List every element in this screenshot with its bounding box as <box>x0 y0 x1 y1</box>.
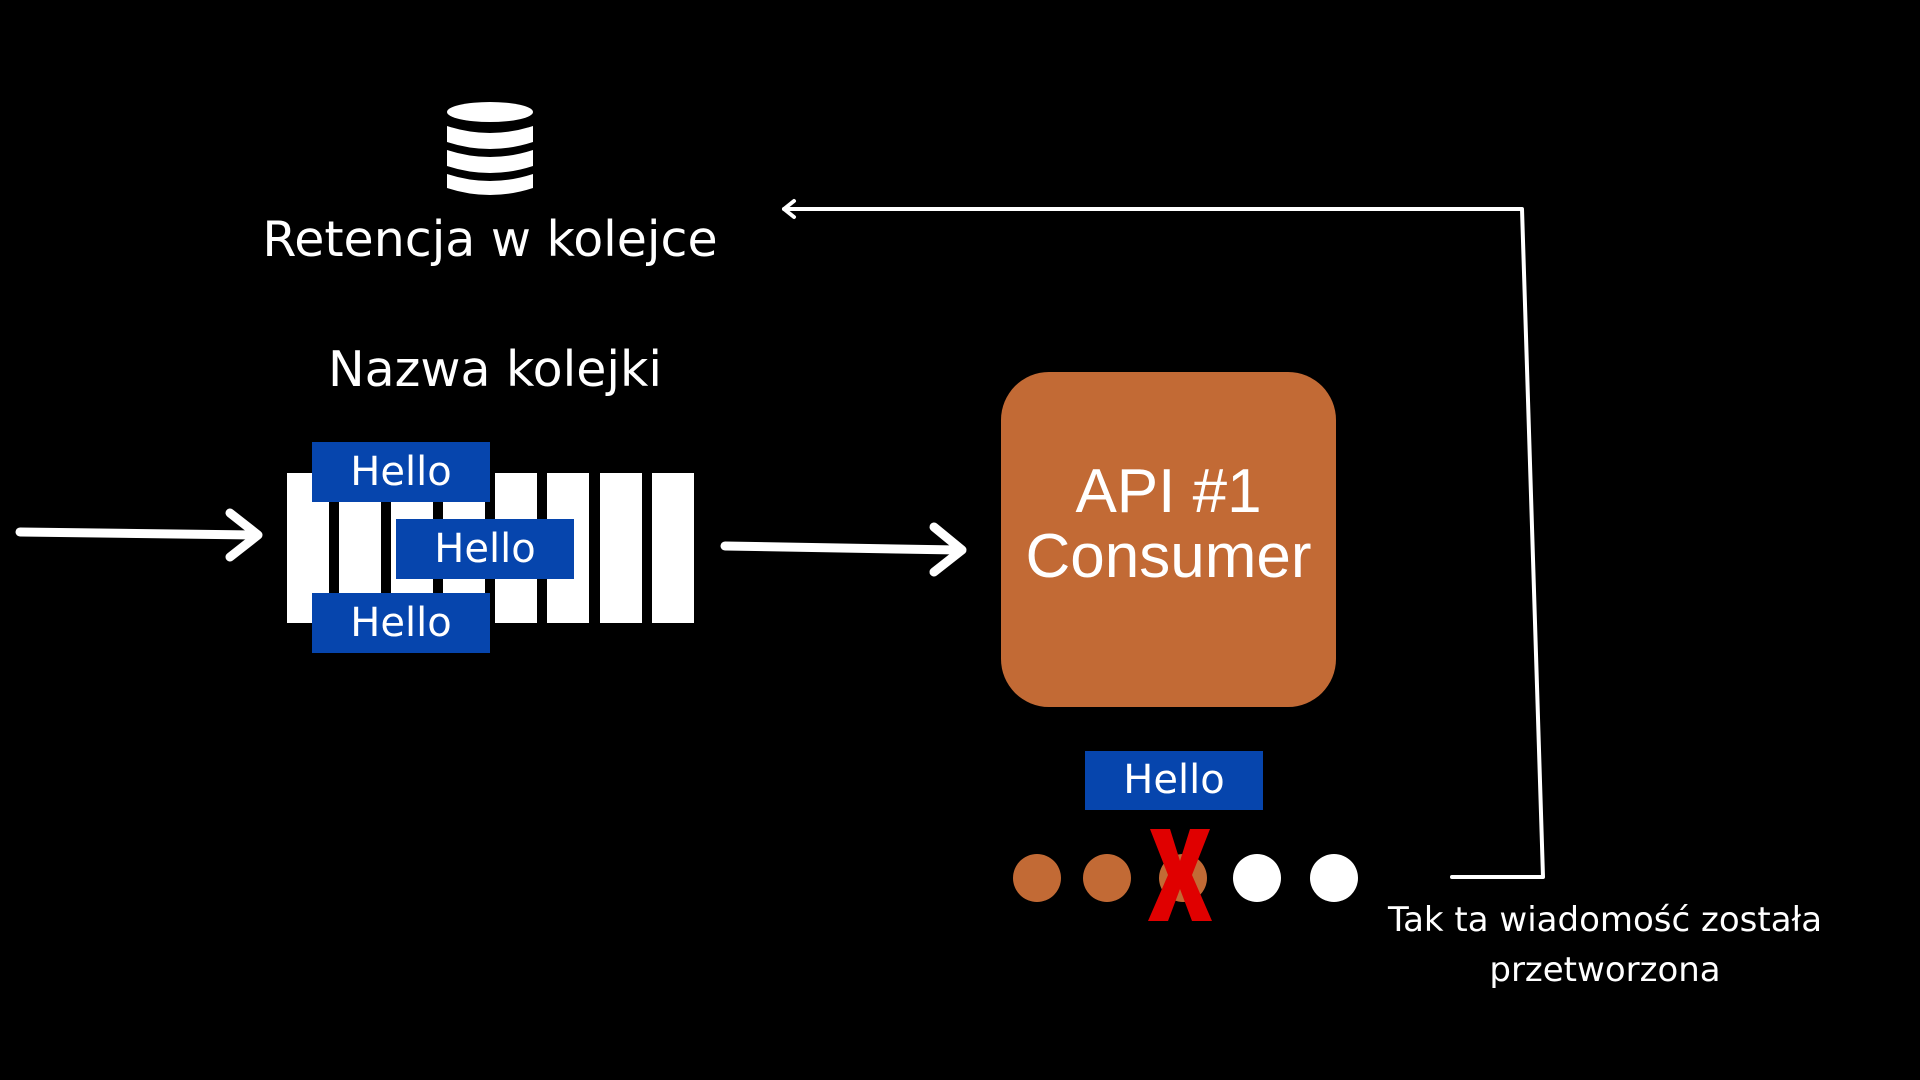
failure-cross-icon <box>1148 829 1212 921</box>
incoming-arrow <box>15 508 263 562</box>
database-icon <box>447 102 533 195</box>
processed-note: Tak ta wiadomość została przetworzona <box>1387 900 1823 990</box>
current-message: Hello <box>1085 751 1263 810</box>
retention-label: Retencja w kolejce <box>262 211 718 268</box>
offset-dot <box>1083 854 1131 902</box>
offset-dot <box>1233 854 1281 902</box>
consumer-role: Consumer <box>1025 522 1312 591</box>
queue-message: Hello <box>312 442 490 502</box>
offset-dot <box>1013 854 1061 902</box>
consumer-box: API #1 Consumer <box>1001 372 1336 707</box>
queue-message: Hello <box>312 593 490 653</box>
queue-name: Nazwa kolejki <box>327 341 663 398</box>
dispatch-arrow <box>720 522 967 577</box>
queue-message: Hello <box>396 519 574 579</box>
offset-dot <box>1310 854 1358 902</box>
consumer-title: API #1 <box>1075 457 1262 526</box>
